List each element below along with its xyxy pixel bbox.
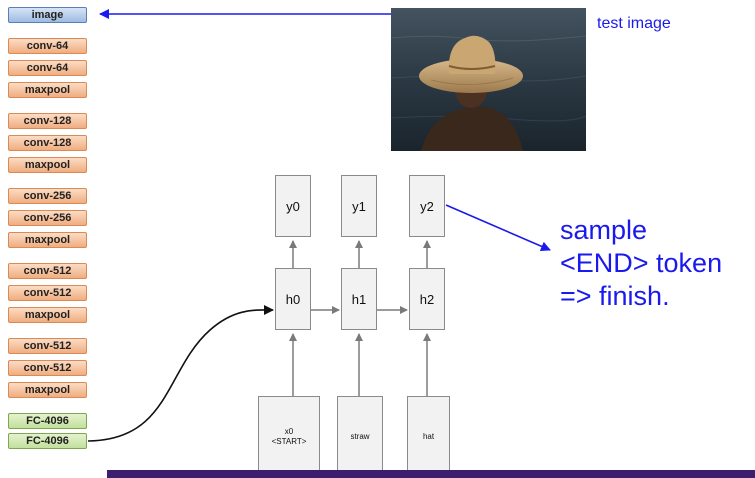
rnn-input-hat-label: hat [422, 432, 435, 441]
sample-line-3: => finish. [560, 281, 670, 311]
layer-maxpool-3: maxpool [8, 232, 87, 248]
rnn-hidden-h0: h0 [275, 268, 311, 330]
layer-conv-128-a: conv-128 [8, 113, 87, 129]
layer-maxpool-5: maxpool [8, 382, 87, 398]
layer-conv-128-b: conv-128 [8, 135, 87, 151]
sample-line-2: <END> token [560, 248, 723, 278]
layer-conv-64-a: conv-64 [8, 38, 87, 54]
layer-conv-512-d: conv-512 [8, 360, 87, 376]
rnn-output-y1: y1 [341, 175, 377, 237]
arrow-y2-sample [445, 204, 551, 252]
layer-maxpool-4: maxpool [8, 307, 87, 323]
layer-image: image [8, 7, 87, 23]
layer-maxpool-2: maxpool [8, 157, 87, 173]
layer-conv-256-a: conv-256 [8, 188, 87, 204]
layer-conv-64-b: conv-64 [8, 60, 87, 76]
rnn-input-straw: straw [337, 396, 383, 478]
sample-line-1: sample [560, 215, 648, 245]
footer-bar [107, 470, 755, 478]
test-image-photo [391, 8, 586, 151]
rnn-hidden-h2: h2 [409, 268, 445, 330]
layer-maxpool-1: maxpool [8, 82, 87, 98]
layer-fc-4096-b: FC-4096 [8, 433, 87, 449]
layer-conv-512-b: conv-512 [8, 285, 87, 301]
layer-fc-4096-a: FC-4096 [8, 413, 87, 429]
rnn-input-x0-line1: x0 [284, 427, 294, 436]
rnn-output-y2: y2 [409, 175, 445, 237]
rnn-hidden-h1: h1 [341, 268, 377, 330]
arrow-fc-to-h0 [87, 304, 274, 442]
rnn-input-straw-label: straw [350, 432, 370, 441]
test-image-label: test image [597, 15, 671, 32]
sample-end-annotation: sample <END> token => finish. [560, 214, 722, 313]
layer-conv-512-c: conv-512 [8, 338, 87, 354]
layer-conv-512-a: conv-512 [8, 263, 87, 279]
rnn-input-x0: x0 <START> [258, 396, 320, 478]
rnn-input-x0-line2: <START> [271, 437, 307, 446]
rnn-output-y0: y0 [275, 175, 311, 237]
rnn-input-hat: hat [407, 396, 450, 478]
layer-conv-256-b: conv-256 [8, 210, 87, 226]
